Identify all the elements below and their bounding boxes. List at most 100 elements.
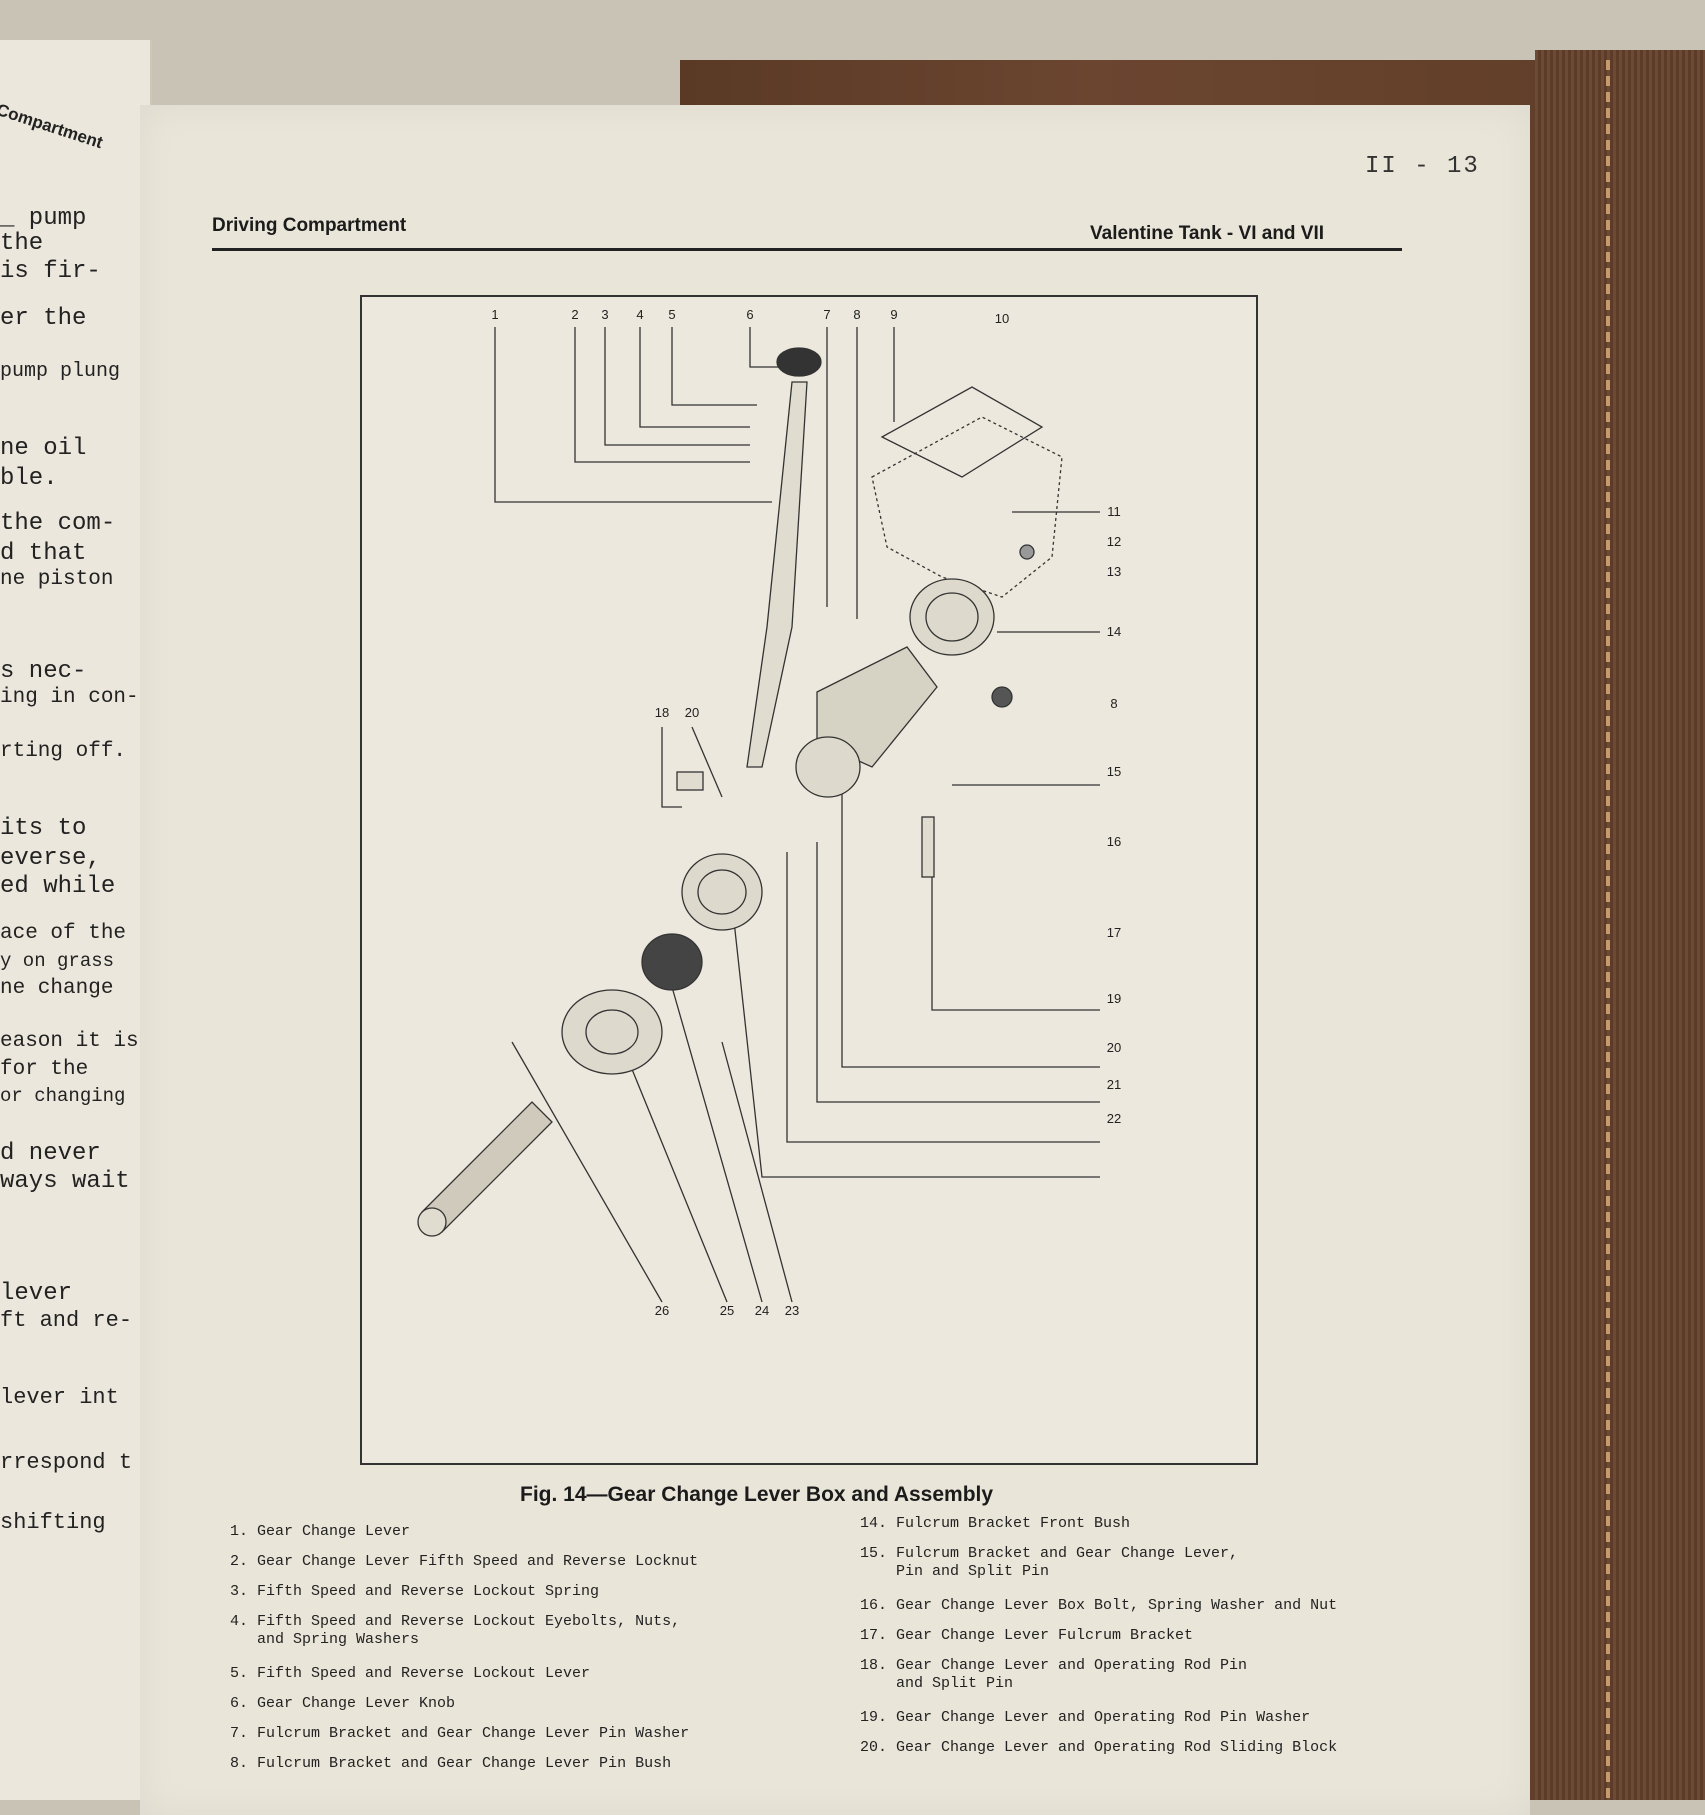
end-flange: [561, 989, 663, 1075]
callout-label: 13: [1107, 564, 1121, 579]
left-page-text: lever: [0, 1280, 73, 1307]
callout-label: 6: [746, 307, 753, 322]
left-page-text: eason it is: [0, 1030, 139, 1053]
end-flange-bore: [585, 1009, 639, 1055]
leader-line: [786, 852, 1100, 1143]
section-title: Driving Compartment: [212, 215, 407, 236]
leader-line: [494, 327, 772, 503]
leader-line: [661, 727, 682, 808]
leader-line: [721, 1041, 793, 1303]
left-page-text: the: [0, 230, 44, 257]
flange-bore: [697, 869, 747, 915]
left-page-text: pump plung: [0, 360, 121, 383]
leader-line: [816, 842, 1100, 1103]
manual-page: II - 13 Driving Compartment Valentine Ta…: [140, 105, 1530, 1815]
left-page-text: ne piston: [0, 568, 114, 591]
left-page-text: ne oil: [0, 435, 87, 462]
parts-list-left: 1. Gear Change Lever 2. Gear Change Leve…: [230, 1523, 790, 1813]
callout-label: 7: [823, 307, 830, 322]
callout-label: 3: [601, 307, 608, 322]
leader-line: [841, 792, 1100, 1068]
callout-label: 20: [685, 705, 699, 720]
callout-label: 10: [995, 311, 1009, 326]
left-page-text: for the: [0, 1058, 89, 1081]
leader-line: [639, 327, 750, 428]
leader-line: [691, 726, 723, 798]
list-item: 1. Gear Change Lever: [230, 1523, 411, 1540]
parts-list-right: 14. Fulcrum Bracket Front Bush 15. Fulcr…: [860, 1515, 1460, 1805]
gear-change-lever: [746, 381, 808, 768]
list-item: 16. Gear Change Lever Box Bolt, Spring W…: [860, 1597, 1338, 1614]
callout-label: 5: [668, 307, 675, 322]
callout-label: 25: [720, 1303, 734, 1318]
callout-label: 17: [1107, 925, 1121, 940]
left-page-text: rting off.: [0, 740, 127, 763]
left-page-text: shifting: [0, 1510, 106, 1535]
manual-title: Valentine Tank - VI and VII: [1090, 223, 1325, 244]
callout-label: 24: [755, 1303, 769, 1318]
callout-label: 18: [655, 705, 669, 720]
left-page-text: ed while: [0, 873, 116, 900]
callout-label: 21: [1107, 1077, 1121, 1092]
list-item: 19. Gear Change Lever and Operating Rod …: [860, 1709, 1311, 1726]
left-page-text: ft and re-: [0, 1308, 133, 1333]
callout-label: 12: [1107, 534, 1121, 549]
list-item: 4. Fifth Speed and Reverse Lockout Eyebo…: [230, 1613, 681, 1648]
list-item: 20. Gear Change Lever and Operating Rod …: [860, 1739, 1338, 1756]
leader-line: [626, 1056, 728, 1303]
callout-label: 19: [1107, 991, 1121, 1006]
front-bush: [909, 578, 995, 656]
callout-label: 15: [1107, 764, 1121, 779]
leader-line: [749, 327, 782, 368]
left-page-text: ne change: [0, 977, 114, 1000]
callout-label: 22: [1107, 1111, 1121, 1126]
callout-label: 20: [1107, 1040, 1121, 1055]
callout-label: 8: [853, 307, 860, 322]
list-item: 17. Gear Change Lever Fulcrum Bracket: [860, 1627, 1194, 1644]
callout-label: 14: [1107, 624, 1121, 639]
diagram-drawing: 1 2 3 4 5 6 7 8 9 10 11 12 13 14 8 15 16…: [417, 307, 1121, 1318]
list-item: 7. Fulcrum Bracket and Gear Change Lever…: [230, 1725, 690, 1742]
bolt: [921, 816, 935, 878]
coupling: [641, 933, 703, 991]
left-page-text: ing in con-: [0, 686, 139, 709]
left-page-text: ways wait: [0, 1168, 130, 1195]
list-item: 6. Gear Change Lever Knob: [230, 1695, 456, 1712]
bush-8: [991, 686, 1013, 708]
leader-line: [671, 986, 763, 1303]
left-page-text: s nec-: [0, 658, 87, 685]
callout-label: 23: [785, 1303, 799, 1318]
callout-label: 8: [1110, 696, 1117, 711]
list-item: 18. Gear Change Lever and Operating Rod …: [860, 1657, 1248, 1692]
spine-stitching: [1606, 60, 1610, 1800]
callout-label: 2: [571, 307, 578, 322]
list-item: 2. Gear Change Lever Fifth Speed and Rev…: [230, 1553, 699, 1570]
left-page-text: lever int: [0, 1385, 119, 1410]
gate-plate: [880, 386, 1044, 478]
left-page-text: rrespond t: [0, 1450, 133, 1475]
list-item: 8. Fulcrum Bracket and Gear Change Lever…: [230, 1755, 672, 1772]
left-page-text: is fir-: [0, 258, 101, 285]
left-page: Compartment _ pump the is fir- er the pu…: [0, 40, 152, 1800]
left-page-text: ble.: [0, 465, 58, 492]
callout-label: 11: [1107, 504, 1121, 519]
leader-line: [671, 327, 757, 406]
left-page-text: its to: [0, 815, 87, 842]
exploded-diagram: 1 2 3 4 5 6 7 8 9 10 11 12 13 14 8 15 16…: [360, 295, 1258, 1465]
figure-caption: Fig. 14—Gear Change Lever Box and Assemb…: [520, 1483, 994, 1506]
left-page-text: y on grass: [0, 950, 115, 972]
header-rule: [212, 248, 1402, 251]
list-item: 14. Fulcrum Bracket Front Bush: [860, 1515, 1131, 1532]
left-page-text: _ pump: [0, 205, 87, 232]
left-page-text: d that: [0, 540, 87, 567]
fulcrum-bracket: [816, 646, 938, 768]
lever-box-housing: [871, 416, 1063, 598]
leader-line: [574, 327, 750, 463]
list-item: 5. Fifth Speed and Reverse Lockout Lever: [230, 1665, 591, 1682]
callout-label: 16: [1107, 834, 1121, 849]
lever-knob: [776, 347, 822, 377]
left-page-text: everse,: [0, 845, 101, 872]
leader-line: [511, 1041, 663, 1303]
callout-label: 1: [491, 307, 498, 322]
left-page-header: Compartment: [0, 100, 106, 153]
